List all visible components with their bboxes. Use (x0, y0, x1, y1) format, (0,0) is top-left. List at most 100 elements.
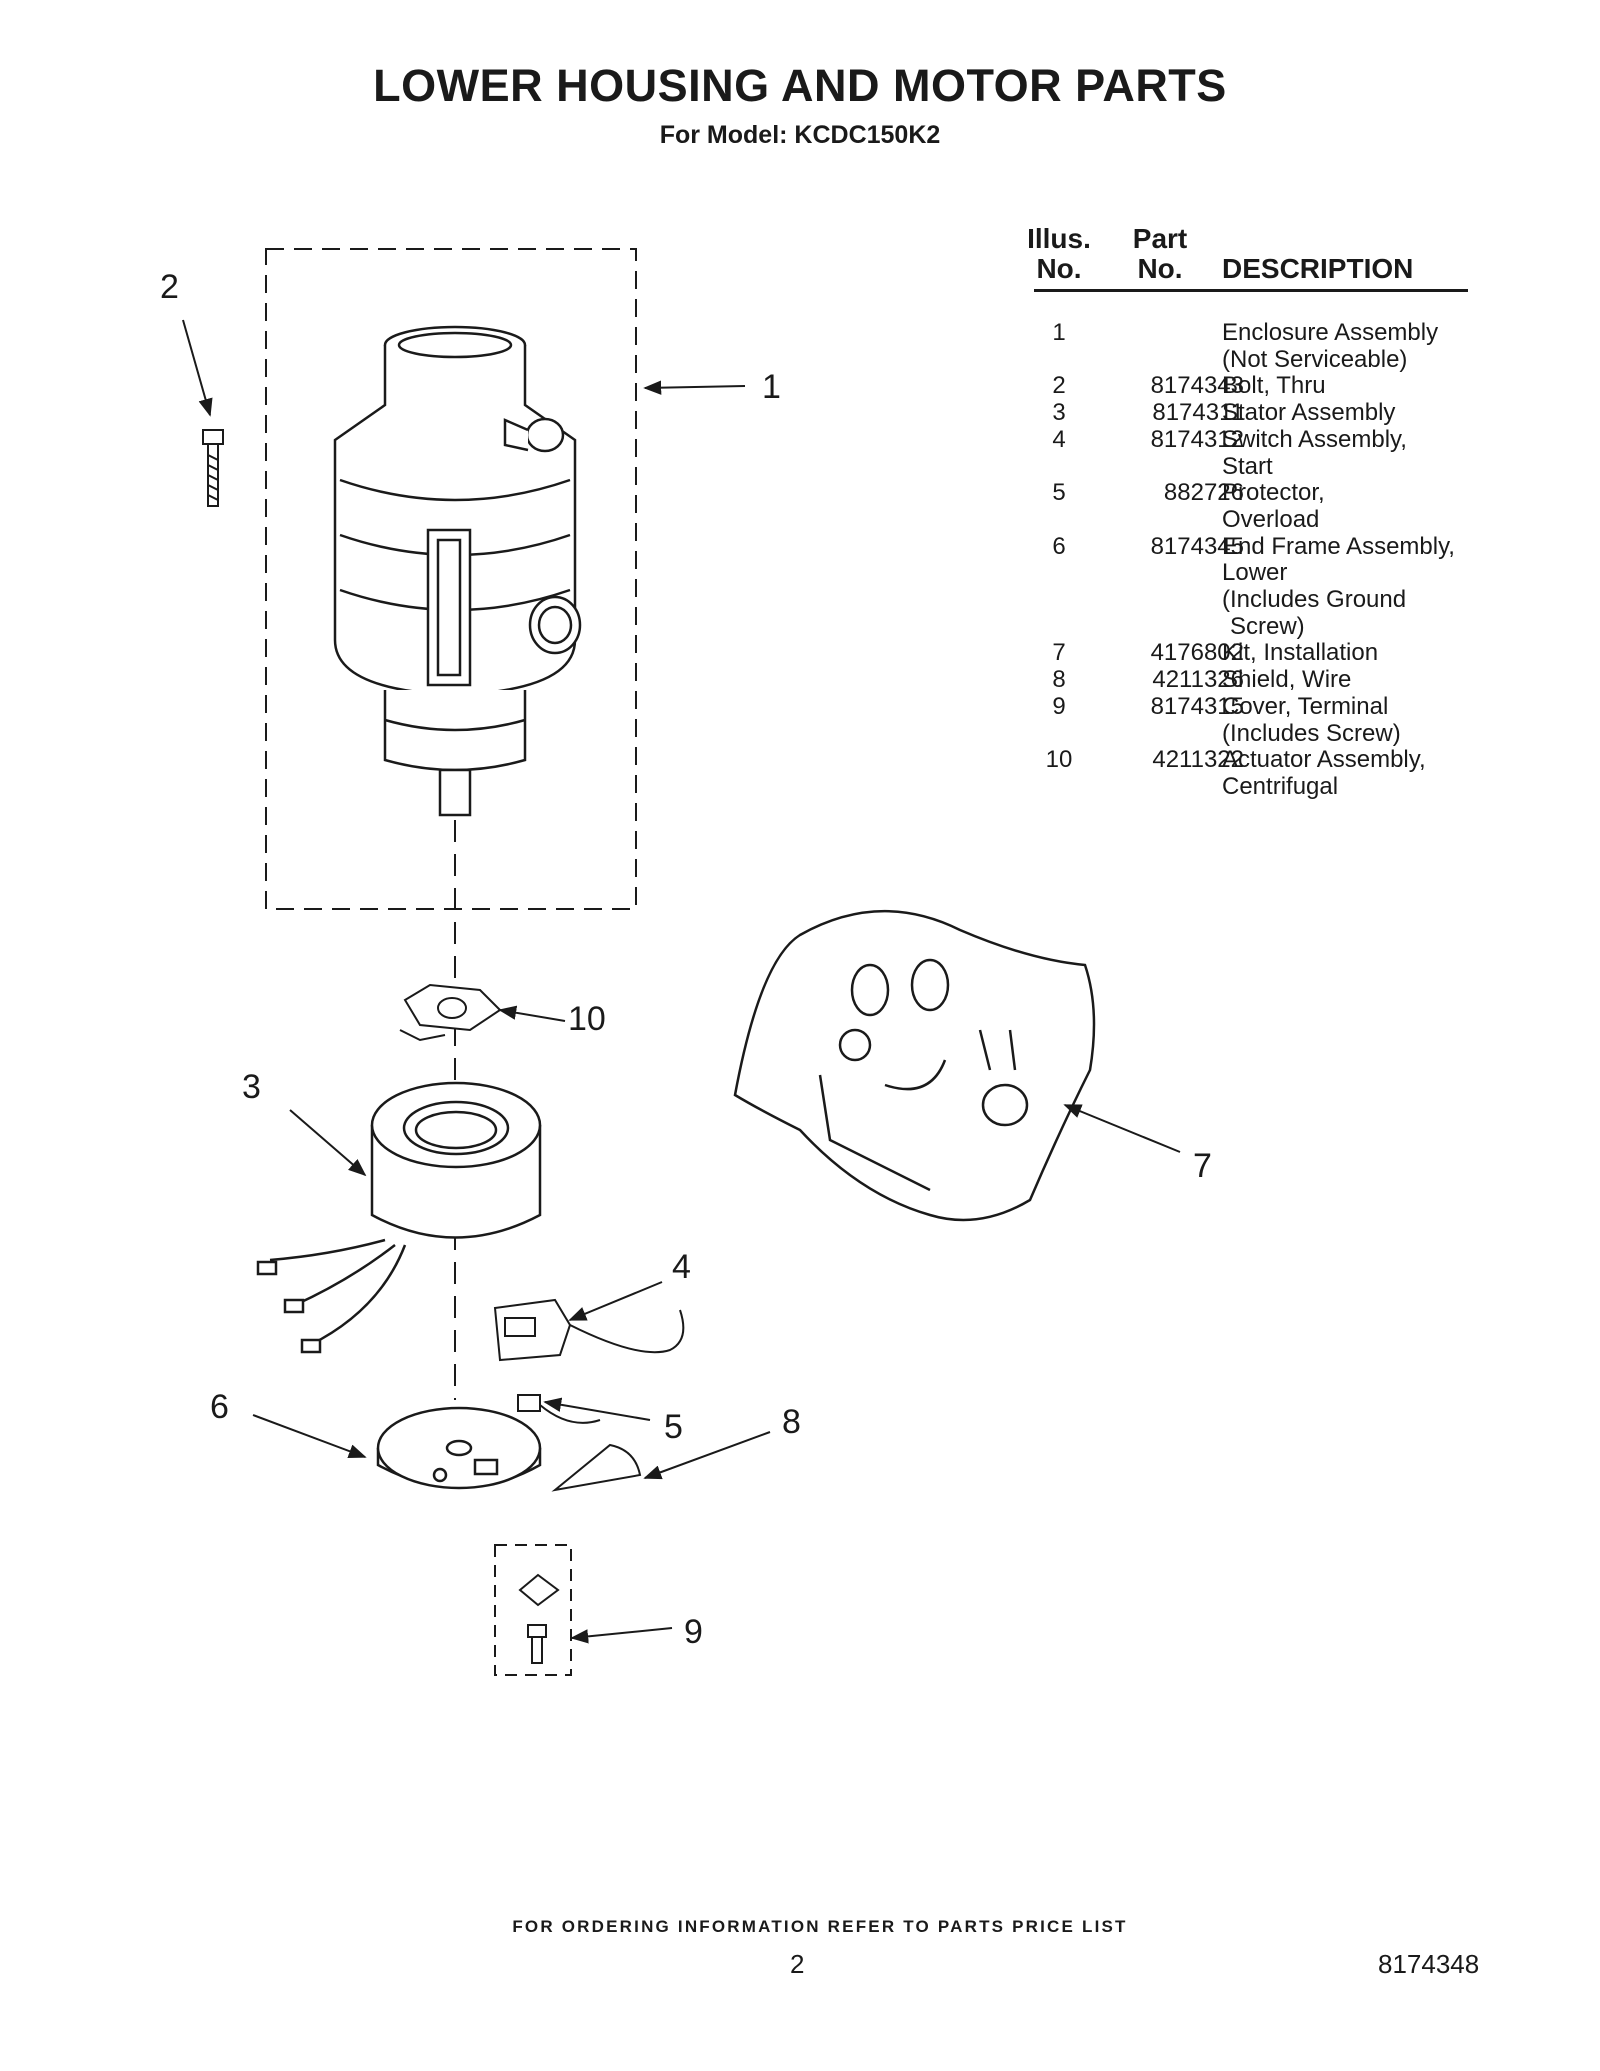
leader-line-3 (289, 1109, 367, 1177)
header-part-line2: No. (1137, 253, 1183, 284)
document-number: 8174348 (1378, 1949, 1480, 1979)
leader-line-6 (252, 1414, 367, 1459)
leader-line-1 (643, 380, 746, 395)
page-title: LOWER HOUSING AND MOTOR PARTS (373, 60, 1227, 111)
ordering-information-note: FOR ORDERING INFORMATION REFER TO PARTS … (512, 1917, 1128, 1936)
part-number: 4211322 (1152, 746, 1244, 774)
table-row: 2 8174343 Bolt, Thru (1036, 373, 1496, 400)
part-description: Stator Assembly (1222, 399, 1496, 427)
terminal-cover-drawing (518, 1573, 560, 1664)
part-number: 4176802 (1150, 639, 1244, 667)
part-number: 8174345 (1150, 532, 1244, 560)
callout-7: 7 (1193, 1147, 1212, 1185)
enclosure-assembly-drawing (333, 325, 582, 817)
illus-number: 4 (1052, 425, 1066, 453)
description-line: (Not Serviceable) (1222, 345, 1408, 373)
leader-line-2 (182, 319, 213, 417)
description-line: (Includes Ground (1222, 586, 1407, 614)
part-number: 8174312 (1150, 425, 1244, 453)
description-line: Stator Assembly (1222, 399, 1396, 427)
description-line: Switch Assembly, (1222, 425, 1407, 453)
lower-end-frame-drawing (376, 1406, 542, 1490)
part-number: 8174311 (1152, 399, 1244, 427)
header-illus-line1: Illus. (1027, 223, 1091, 254)
table-row: 9 8174315 Cover, Terminal (Includes Scre… (1036, 692, 1496, 747)
terminal-cover-dashed-box (494, 1544, 572, 1676)
enclosure-dashed-box (265, 248, 637, 910)
table-row: 5 882726 Protector, Overload (1036, 480, 1496, 533)
callout-3: 3 (242, 1068, 261, 1106)
header-part-line1: Part (1132, 223, 1188, 254)
wire-shield-drawing (551, 1443, 642, 1492)
description-line: End Frame Assembly, (1222, 532, 1455, 560)
part-description: Bolt, Thru (1222, 373, 1496, 400)
description-line: Kit, Installation (1222, 639, 1379, 667)
illus-number: 1 (1052, 319, 1066, 346)
thru-bolt-drawing (202, 429, 224, 507)
leader-line-10 (498, 1005, 566, 1022)
description-line: Lower (1222, 559, 1288, 587)
part-number: 882726 (1163, 479, 1244, 507)
description-line: Centrifugal (1222, 772, 1339, 800)
callout-8: 8 (782, 1403, 801, 1441)
illus-number: 9 (1052, 692, 1066, 720)
installation-kit-drawing (733, 910, 1096, 1222)
illus-number: 10 (1045, 746, 1073, 774)
callout-1: 1 (762, 368, 781, 406)
description-line: Enclosure Assembly (1222, 319, 1439, 346)
table-header-illus: Illus. No. (1024, 224, 1094, 284)
illus-number: 8 (1052, 666, 1066, 694)
part-description: Actuator Assembly, Centrifugal (1222, 747, 1496, 800)
illus-number: 2 (1052, 372, 1066, 400)
leader-line-4 (568, 1281, 663, 1321)
leader-line-5 (543, 1397, 651, 1421)
table-row: 7 4176802 Kit, Installation (1036, 640, 1496, 667)
description-line: Actuator Assembly, (1222, 746, 1426, 774)
description-line: Protector, (1222, 479, 1325, 507)
start-switch-drawing (493, 1298, 685, 1362)
illus-number: 7 (1052, 639, 1066, 667)
part-description: Kit, Installation (1222, 640, 1496, 667)
description-line: Cover, Terminal (1222, 692, 1389, 720)
description-line: Bolt, Thru (1222, 372, 1326, 400)
table-row: 6 8174345 End Frame Assembly, Lower (Inc… (1036, 532, 1496, 641)
description-line: Start (1222, 452, 1273, 480)
leader-line-9 (570, 1627, 673, 1644)
part-number: 8174343 (1150, 372, 1244, 400)
table-row: 10 4211322 Actuator Assembly, Centrifuga… (1036, 747, 1496, 800)
part-number: 8174315 (1150, 692, 1244, 720)
description-line: (Includes Screw) (1222, 719, 1401, 747)
part-description: Enclosure Assembly (Not Serviceable) (1222, 319, 1496, 373)
callout-6: 6 (210, 1388, 229, 1426)
table-row: 4 8174312 Switch Assembly, Start (1036, 425, 1496, 480)
table-header-part: Part No. (1120, 224, 1200, 284)
part-description: End Frame Assembly, Lower (Includes Grou… (1222, 532, 1496, 641)
callout-5: 5 (664, 1408, 683, 1446)
actuator-assembly-drawing (399, 983, 502, 1042)
table-header-description: DESCRIPTION (1222, 253, 1414, 284)
stator-assembly-drawing (256, 1081, 542, 1354)
header-illus-line2: No. (1036, 253, 1082, 284)
callout-10: 10 (568, 1000, 606, 1038)
description-line: Shield, Wire (1222, 666, 1352, 694)
leader-line-7 (1063, 1104, 1181, 1153)
table-header-rule (1034, 289, 1468, 292)
part-description: Switch Assembly, Start (1222, 425, 1496, 480)
illus-number: 5 (1052, 479, 1066, 507)
page-number: 2 (790, 1949, 805, 1979)
illus-number: 3 (1052, 399, 1066, 427)
description-line: Overload (1222, 505, 1320, 533)
part-number: 4211326 (1152, 666, 1244, 694)
part-description: Cover, Terminal (Includes Screw) (1222, 692, 1496, 747)
table-row: 8 4211326 Shield, Wire (1036, 666, 1496, 694)
callout-4: 4 (672, 1248, 691, 1286)
table-row: 3 8174311 Stator Assembly (1036, 399, 1496, 427)
leader-line-8 (643, 1431, 771, 1480)
part-description: Protector, Overload (1222, 480, 1496, 533)
part-description: Shield, Wire (1222, 666, 1496, 694)
callout-9: 9 (684, 1613, 703, 1651)
illus-number: 6 (1052, 532, 1066, 560)
table-row: 1 Enclosure Assembly (Not Serviceable) (1036, 319, 1496, 373)
model-subtitle: For Model: KCDC150K2 (659, 121, 941, 149)
